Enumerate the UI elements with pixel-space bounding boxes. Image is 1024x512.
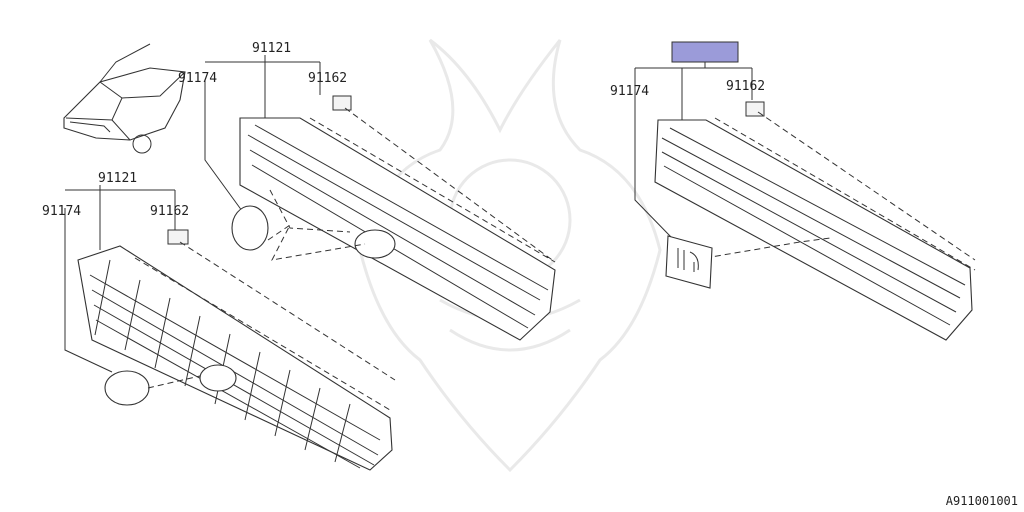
label-clip-lower: 91162 (150, 204, 189, 219)
label-emblem-right: 91174 (610, 84, 649, 99)
emblem-icon (104, 370, 150, 406)
label-grille-upper: 91121 (252, 41, 291, 56)
highlighted-part-number-box (671, 41, 739, 63)
label-clip-upper: 91162 (308, 71, 347, 86)
label-grille-lower: 91121 (98, 171, 137, 186)
label-clip-right: 91162 (726, 79, 765, 94)
label-emblem-upper: 91174 (178, 71, 217, 86)
clip-icon (332, 95, 352, 111)
clip-icon (167, 229, 189, 245)
emblem-plate-icon (665, 235, 713, 289)
grille-assembly-upper (204, 55, 556, 341)
grille-assembly-right (634, 41, 976, 341)
grille-assembly-lower (64, 185, 396, 471)
emblem-icon (231, 205, 269, 251)
diagram-code: A911001001 (945, 494, 1018, 508)
car-location-icon (63, 43, 186, 154)
label-emblem-lower: 91174 (42, 204, 81, 219)
